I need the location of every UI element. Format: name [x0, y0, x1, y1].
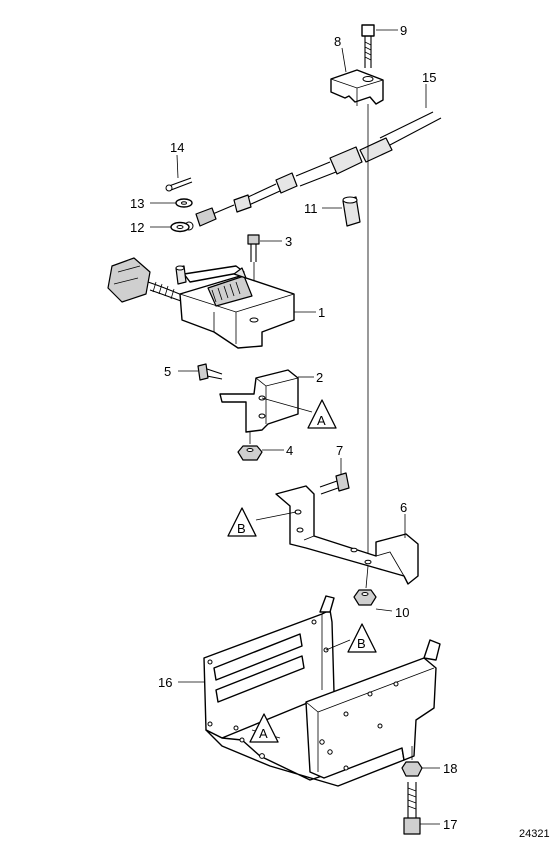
part-7-screw [319, 472, 350, 495]
assembly-line-10 [365, 565, 369, 589]
callout-7: 7 [336, 443, 343, 458]
callout-10: 10 [395, 605, 409, 620]
part-6-bracket [275, 485, 419, 585]
reference-marker-a-plate: A [249, 713, 279, 743]
callout-8: 8 [334, 34, 341, 49]
callout-3: 3 [285, 234, 292, 249]
callout-5: 5 [164, 364, 171, 379]
callout-1: 1 [318, 305, 325, 320]
part-12-washer [170, 221, 190, 233]
callout-6: 6 [400, 500, 407, 515]
part-8-cable-clamp [330, 69, 384, 106]
callout-11: 11 [304, 201, 318, 216]
reference-marker-a-upper: A [307, 399, 337, 429]
reference-marker-b-plate: B [347, 623, 377, 653]
reference-letter-b-plate: B [357, 636, 366, 651]
part-13-washer [175, 198, 193, 208]
part-5-screw [197, 363, 223, 381]
callout-13: 13 [130, 196, 144, 211]
part-3-screw [247, 234, 260, 262]
reference-letter-a-upper: A [317, 413, 326, 428]
callout-15: 15 [422, 70, 436, 85]
reference-marker-b-left: B [227, 507, 257, 537]
part-9-clamp-screw [361, 24, 375, 68]
figure-number: 24321 [519, 828, 550, 840]
part-18-nut [401, 746, 423, 777]
part-11-cable-sleeve [342, 196, 361, 227]
callout-12: 12 [130, 220, 144, 235]
part-2-bracket [219, 369, 299, 433]
callout-4: 4 [286, 443, 293, 458]
callout-16: 16 [158, 675, 172, 690]
reference-letter-a-plate: A [259, 726, 268, 741]
callout-18: 18 [443, 761, 457, 776]
part-4-nut [237, 445, 263, 461]
part-17-stud [403, 782, 421, 835]
part-10-nut [353, 589, 377, 606]
part-15-control-cable [184, 111, 442, 231]
callout-9: 9 [400, 23, 407, 38]
part-1-actuator [107, 257, 295, 349]
callout-17: 17 [443, 817, 457, 832]
part-16-mounting-plate [203, 595, 441, 787]
part-14-cotter-pin [165, 177, 193, 192]
callout-2: 2 [316, 370, 323, 385]
reference-letter-b-left: B [237, 521, 246, 536]
callout-14: 14 [170, 140, 184, 155]
